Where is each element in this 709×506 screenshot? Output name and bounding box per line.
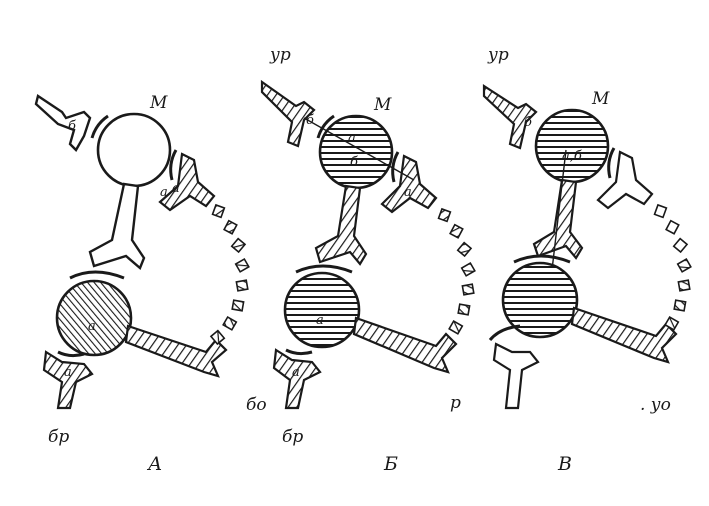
panel-b-label-r: р xyxy=(450,393,461,413)
panel-v-bottom-fiber xyxy=(492,342,540,410)
panel-a-synapse-arc-right xyxy=(169,149,178,181)
panel-b-label-b: б xyxy=(306,113,314,128)
panel-b-lower-neuron xyxy=(283,271,361,349)
panel-a-upper-left-fiber xyxy=(34,94,92,152)
panel-b-label-ur: ур xyxy=(269,45,291,65)
panel-a-synapse-arc-lower xyxy=(69,270,125,280)
panel-v-synapse-arc-lower xyxy=(513,254,571,264)
panel-b-synapse-arc-lower xyxy=(295,264,353,274)
panel-v-right-ending xyxy=(596,150,654,210)
panel-b-label-a-center: а xyxy=(316,313,324,328)
panel-v-label-b: б xyxy=(524,115,532,130)
panel-b-axon xyxy=(352,316,458,374)
panel-b-upper-left-fiber xyxy=(260,79,316,148)
panel-b-synapse-arc-right xyxy=(391,151,400,183)
panel-b-synapse-arc-bottom xyxy=(285,348,313,356)
panel-v-label-ab: а,б xyxy=(562,149,582,164)
panel-v-synapse-arc-right xyxy=(607,147,616,179)
panel-v-connection-line xyxy=(551,149,567,271)
panel-a-label-m: М xyxy=(149,93,168,113)
panel-v-synapse-arc-bottom xyxy=(488,324,521,342)
panel-b-label-a-right: а xyxy=(404,185,412,200)
panel-b-interneuron-chain xyxy=(437,207,476,335)
panel-b-upper-neuron-stem xyxy=(314,184,368,266)
panel-a-synapse-arc-top xyxy=(90,114,109,139)
panel-v xyxy=(482,83,678,410)
panel-v-label-m: М xyxy=(591,89,610,109)
panel-a-right-ending xyxy=(158,152,216,212)
panel-v-lower-neuron xyxy=(501,261,579,339)
panel-b-label-b-m: б xyxy=(350,155,358,170)
panel-a-interneuron-chain xyxy=(209,203,250,346)
panel-v-label-uo: . уо xyxy=(640,395,671,415)
panel-a-lower-neuron xyxy=(55,279,133,357)
panel-b-label-br: бр xyxy=(282,427,303,447)
panel-a-upper-neuron-stem xyxy=(88,182,146,271)
panel-v-label-ur: ур xyxy=(487,45,509,65)
panel-b-label-a-bottom: а xyxy=(292,365,300,380)
panel-b-label-m: М xyxy=(373,95,392,115)
panel-v-upper-neuron xyxy=(534,108,610,184)
panel-v-axon xyxy=(570,306,678,364)
panel-v-upper-left-fiber xyxy=(482,83,538,150)
panel-a-caption: А xyxy=(146,453,162,475)
panel-a-label-a1: а xyxy=(160,185,168,200)
panel-b-label-bo: бо xyxy=(246,395,267,415)
panel-a-bottom-fiber xyxy=(42,350,94,410)
panel-a-label-b: б xyxy=(68,119,76,134)
panel-b-synapse-arc-top xyxy=(316,114,335,139)
panel-a-axon xyxy=(124,324,228,378)
panel-a-label-br: бр xyxy=(48,427,69,447)
panel-b-upper-neuron xyxy=(318,114,394,190)
panel-a-upper-neuron xyxy=(96,112,172,188)
panel-b-bottom-fiber xyxy=(272,348,322,410)
panel-v-interneuron-chain xyxy=(653,203,692,331)
panel-b-right-ending xyxy=(380,154,438,214)
panel-a-label-a-center: а xyxy=(88,319,96,334)
panel-b-connection-line xyxy=(303,117,415,181)
panel-a-synapse-arc-bottom xyxy=(57,350,85,358)
panel-b-caption: Б xyxy=(383,453,398,475)
panel-v-caption: В xyxy=(557,453,572,475)
panel-b xyxy=(260,79,458,410)
panel-a-label-a2: а xyxy=(172,181,180,196)
panel-a xyxy=(34,94,228,410)
panel-b-label-a-m: а xyxy=(348,131,356,146)
panel-a-label-a-bottom: а xyxy=(64,365,72,380)
